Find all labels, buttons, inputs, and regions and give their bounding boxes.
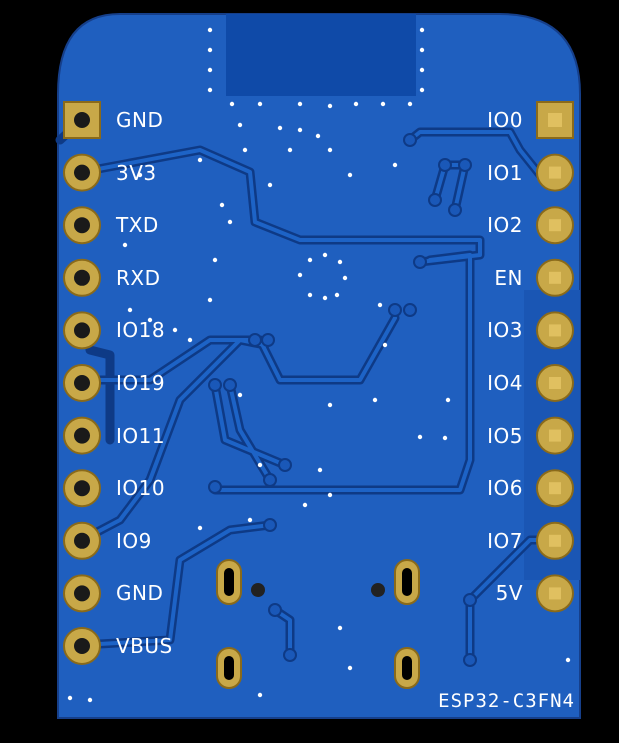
left-pin-label-10: GND [116, 581, 164, 606]
left-pin-label-11: VBUS [116, 634, 173, 658]
left-pin-pad [63, 206, 101, 245]
left-pin-pad [63, 469, 101, 508]
left-pin-pad [63, 364, 101, 402]
left-pin-label-8: IO10 [116, 476, 166, 501]
vias [67, 27, 571, 703]
left-pin-pad [63, 574, 101, 613]
board-title: ESP32-C3FN4 [438, 690, 575, 712]
right-pin-label-1: IO0 [487, 108, 523, 132]
right-pin-label-2: IO1 [487, 160, 523, 185]
left-pin-pad [63, 311, 101, 350]
left-header-pads [63, 101, 101, 665]
right-pin-pad [536, 311, 574, 350]
right-pin-pad [536, 206, 574, 245]
left-pin-pad [63, 101, 101, 139]
right-pin-pad [536, 416, 574, 455]
right-header-pads [536, 101, 574, 613]
right-pin-pad [536, 574, 574, 613]
right-pin-label-8: IO6 [487, 476, 523, 501]
right-pin-label-9: IO7 [487, 528, 523, 553]
right-pin-label-7: IO5 [487, 423, 523, 448]
right-pin-label-4: EN [494, 265, 523, 290]
left-pin-label-1: GND [116, 108, 164, 132]
right-pin-pad [536, 521, 574, 560]
left-pin-label-2: 3V3 [116, 160, 157, 185]
usb-shield-slots [216, 559, 420, 689]
right-pin-pad [536, 469, 574, 508]
left-pin-label-9: IO9 [116, 528, 152, 553]
left-pin-pad [63, 258, 101, 297]
right-pin-pad [536, 258, 574, 297]
right-pin-label-10: 5V [495, 581, 523, 606]
right-pin-pad [536, 101, 574, 139]
right-pin-pad [536, 364, 574, 402]
left-pin-label-7: IO11 [116, 423, 166, 448]
right-pin-label-6: IO4 [487, 371, 523, 395]
right-pin-label-5: IO3 [487, 318, 523, 343]
right-pin-pad [536, 153, 574, 192]
left-pin-pad [63, 153, 101, 192]
left-pin-label-5: IO18 [116, 318, 166, 343]
antenna-keepout [226, 14, 416, 96]
left-pin-label-3: TXD [116, 213, 159, 238]
left-pin-pad [63, 416, 101, 455]
left-pin-pad [63, 627, 101, 665]
left-pin-pad [63, 521, 101, 560]
left-pin-label-6: IO19 [116, 371, 166, 395]
left-pin-label-4: RXD [116, 265, 161, 290]
right-pin-label-3: IO2 [487, 213, 523, 238]
